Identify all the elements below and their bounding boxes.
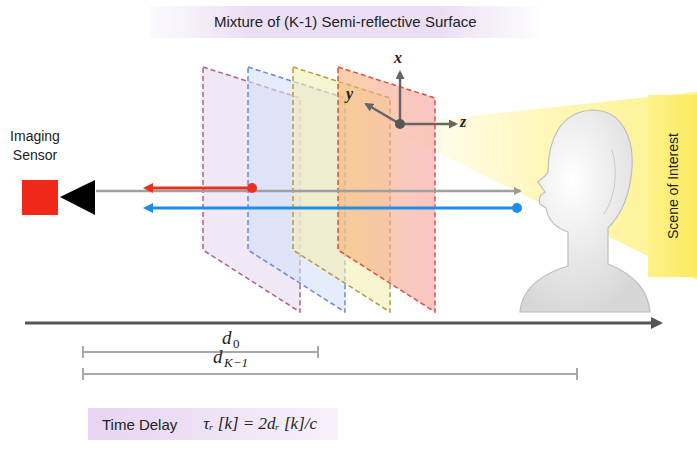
axis-label: z [460, 114, 466, 130]
diagram-title: Mixture of (K-1) Semi-reflective Surface [214, 13, 477, 30]
distance-subscript: K−1 [224, 356, 248, 369]
distance-symbol: d [213, 347, 223, 366]
scene-band: Scene of Interest [648, 95, 697, 277]
formula: τᵣ [k] = 2dᵣ [k]/c [203, 414, 317, 434]
sensor-label: Imaging Sensor [2, 127, 68, 165]
axis-label: x [394, 50, 402, 66]
distance-symbol: d [222, 328, 232, 347]
band-text: Scene of Interest [665, 133, 681, 239]
box-heading: Time Delay [102, 416, 177, 433]
formula-box: Time Delay τᵣ [k] = 2dᵣ [k]/c [88, 408, 338, 440]
axis-label: y [346, 86, 353, 102]
distance-subscript: 0 [233, 337, 240, 350]
